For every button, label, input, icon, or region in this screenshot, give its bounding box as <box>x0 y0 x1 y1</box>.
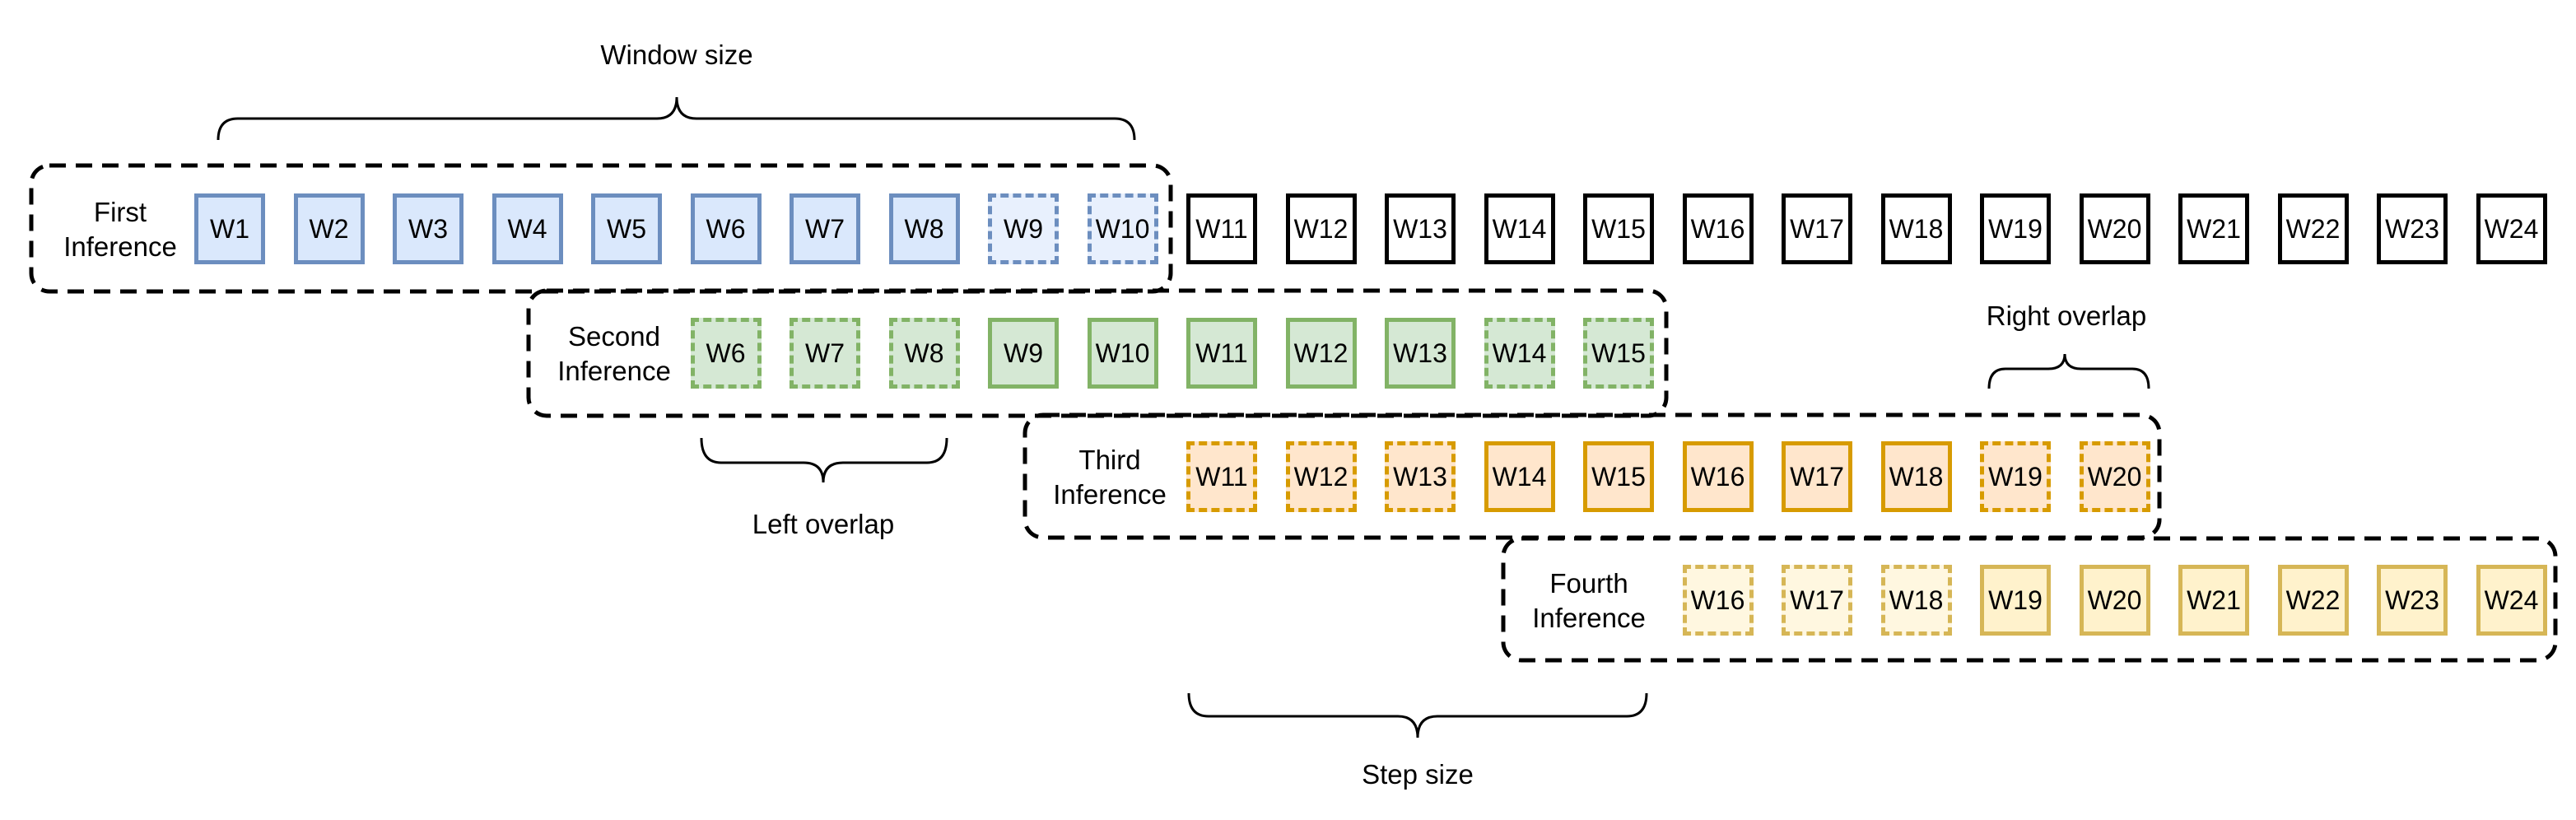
second-inference-window-w11: W11 <box>1186 318 1257 389</box>
timeline-window-w13: W13 <box>1385 193 1456 264</box>
first-inference-window-w4: W4 <box>491 193 563 264</box>
third-inference-window-w18: W18 <box>1880 441 1952 512</box>
first-inference-window-w2: W2 <box>293 193 365 264</box>
fourth-inference-window-w17: W17 <box>1782 565 1852 636</box>
timeline-window-w15: W15 <box>1583 193 1654 264</box>
second-inference-window-w7: W7 <box>790 318 860 389</box>
second-inference-window-w14: W14 <box>1484 318 1555 389</box>
timeline-window-w16: W16 <box>1682 193 1754 264</box>
third-inference-window-w17: W17 <box>1782 441 1852 512</box>
window-size-brace <box>217 96 1136 141</box>
first-inference-label: First Inference <box>44 195 196 264</box>
fourth-inference-window-w24: W24 <box>2476 565 2547 636</box>
timeline-window-w19: W19 <box>1980 193 2051 264</box>
fourth-inference-window-w23: W23 <box>2377 565 2448 636</box>
timeline-window-w18: W18 <box>1880 193 1952 264</box>
third-inference-label-line2: Inference <box>1053 479 1167 510</box>
fourth-inference-label-line1: Fourth <box>1549 568 1628 599</box>
fourth-inference-window-w20: W20 <box>2079 565 2150 636</box>
first-inference-window-w10: W10 <box>1087 193 1158 264</box>
second-inference-window-w9: W9 <box>988 318 1059 389</box>
fourth-inference-group-outline <box>1501 536 2558 663</box>
fourth-inference-label-line2: Inference <box>1532 603 1646 633</box>
first-inference-window-w7: W7 <box>790 193 860 264</box>
third-inference-window-w14: W14 <box>1484 441 1555 512</box>
second-inference-window-w8: W8 <box>888 318 960 389</box>
third-inference-window-w20: W20 <box>2079 441 2150 512</box>
fourth-inference-window-w16: W16 <box>1682 565 1754 636</box>
timeline-window-w23: W23 <box>2377 193 2448 264</box>
first-inference-window-w9: W9 <box>988 193 1059 264</box>
first-inference-window-w8: W8 <box>888 193 960 264</box>
second-inference-window-w6: W6 <box>690 318 762 389</box>
third-inference-label: Third Inference <box>1034 443 1186 512</box>
second-inference-label: Second Inference <box>538 319 690 389</box>
first-inference-window-w3: W3 <box>393 193 463 264</box>
first-inference-label-line1: First <box>93 197 147 227</box>
second-inference-window-w12: W12 <box>1285 318 1357 389</box>
timeline-window-w22: W22 <box>2277 193 2349 264</box>
step-size-brace <box>1187 692 1648 738</box>
first-inference-label-line2: Inference <box>63 231 177 262</box>
left-overlap-label: Left overlap <box>752 509 895 539</box>
third-inference-label-line1: Third <box>1078 445 1141 475</box>
timeline-window-w20: W20 <box>2079 193 2150 264</box>
timeline-window-w14: W14 <box>1484 193 1555 264</box>
timeline-window-w24: W24 <box>2476 193 2547 264</box>
fourth-inference-label: Fourth Inference <box>1513 566 1665 636</box>
timeline-window-w12: W12 <box>1285 193 1357 264</box>
second-inference-label-line2: Inference <box>557 356 671 386</box>
window-size-label: Window size <box>600 40 753 70</box>
third-inference-window-w12: W12 <box>1285 441 1357 512</box>
right-overlap-label: Right overlap <box>1986 301 2147 331</box>
third-inference-window-w13: W13 <box>1385 441 1456 512</box>
first-inference-window-w6: W6 <box>690 193 762 264</box>
second-inference-label-line1: Second <box>568 321 660 352</box>
second-inference-window-w10: W10 <box>1087 318 1158 389</box>
step-size-label: Step size <box>1362 759 1474 790</box>
timeline-window-w17: W17 <box>1782 193 1852 264</box>
third-inference-window-w19: W19 <box>1980 441 2051 512</box>
fourth-inference-window-w21: W21 <box>2178 565 2249 636</box>
timeline-window-w11: W11 <box>1186 193 1257 264</box>
left-overlap-brace <box>700 437 948 483</box>
third-inference-window-w15: W15 <box>1583 441 1654 512</box>
third-inference-window-w11: W11 <box>1186 441 1257 512</box>
fourth-inference-window-w19: W19 <box>1980 565 2051 636</box>
right-overlap-brace <box>1987 353 2150 389</box>
fourth-inference-window-w22: W22 <box>2277 565 2349 636</box>
first-inference-window-w5: W5 <box>591 193 662 264</box>
second-inference-window-w15: W15 <box>1583 318 1654 389</box>
timeline-window-w21: W21 <box>2178 193 2249 264</box>
first-inference-window-w1: W1 <box>194 193 265 264</box>
fourth-inference-window-w18: W18 <box>1880 565 1952 636</box>
third-inference-window-w16: W16 <box>1682 441 1754 512</box>
second-inference-window-w13: W13 <box>1385 318 1456 389</box>
third-inference-group-outline <box>1022 412 2162 540</box>
